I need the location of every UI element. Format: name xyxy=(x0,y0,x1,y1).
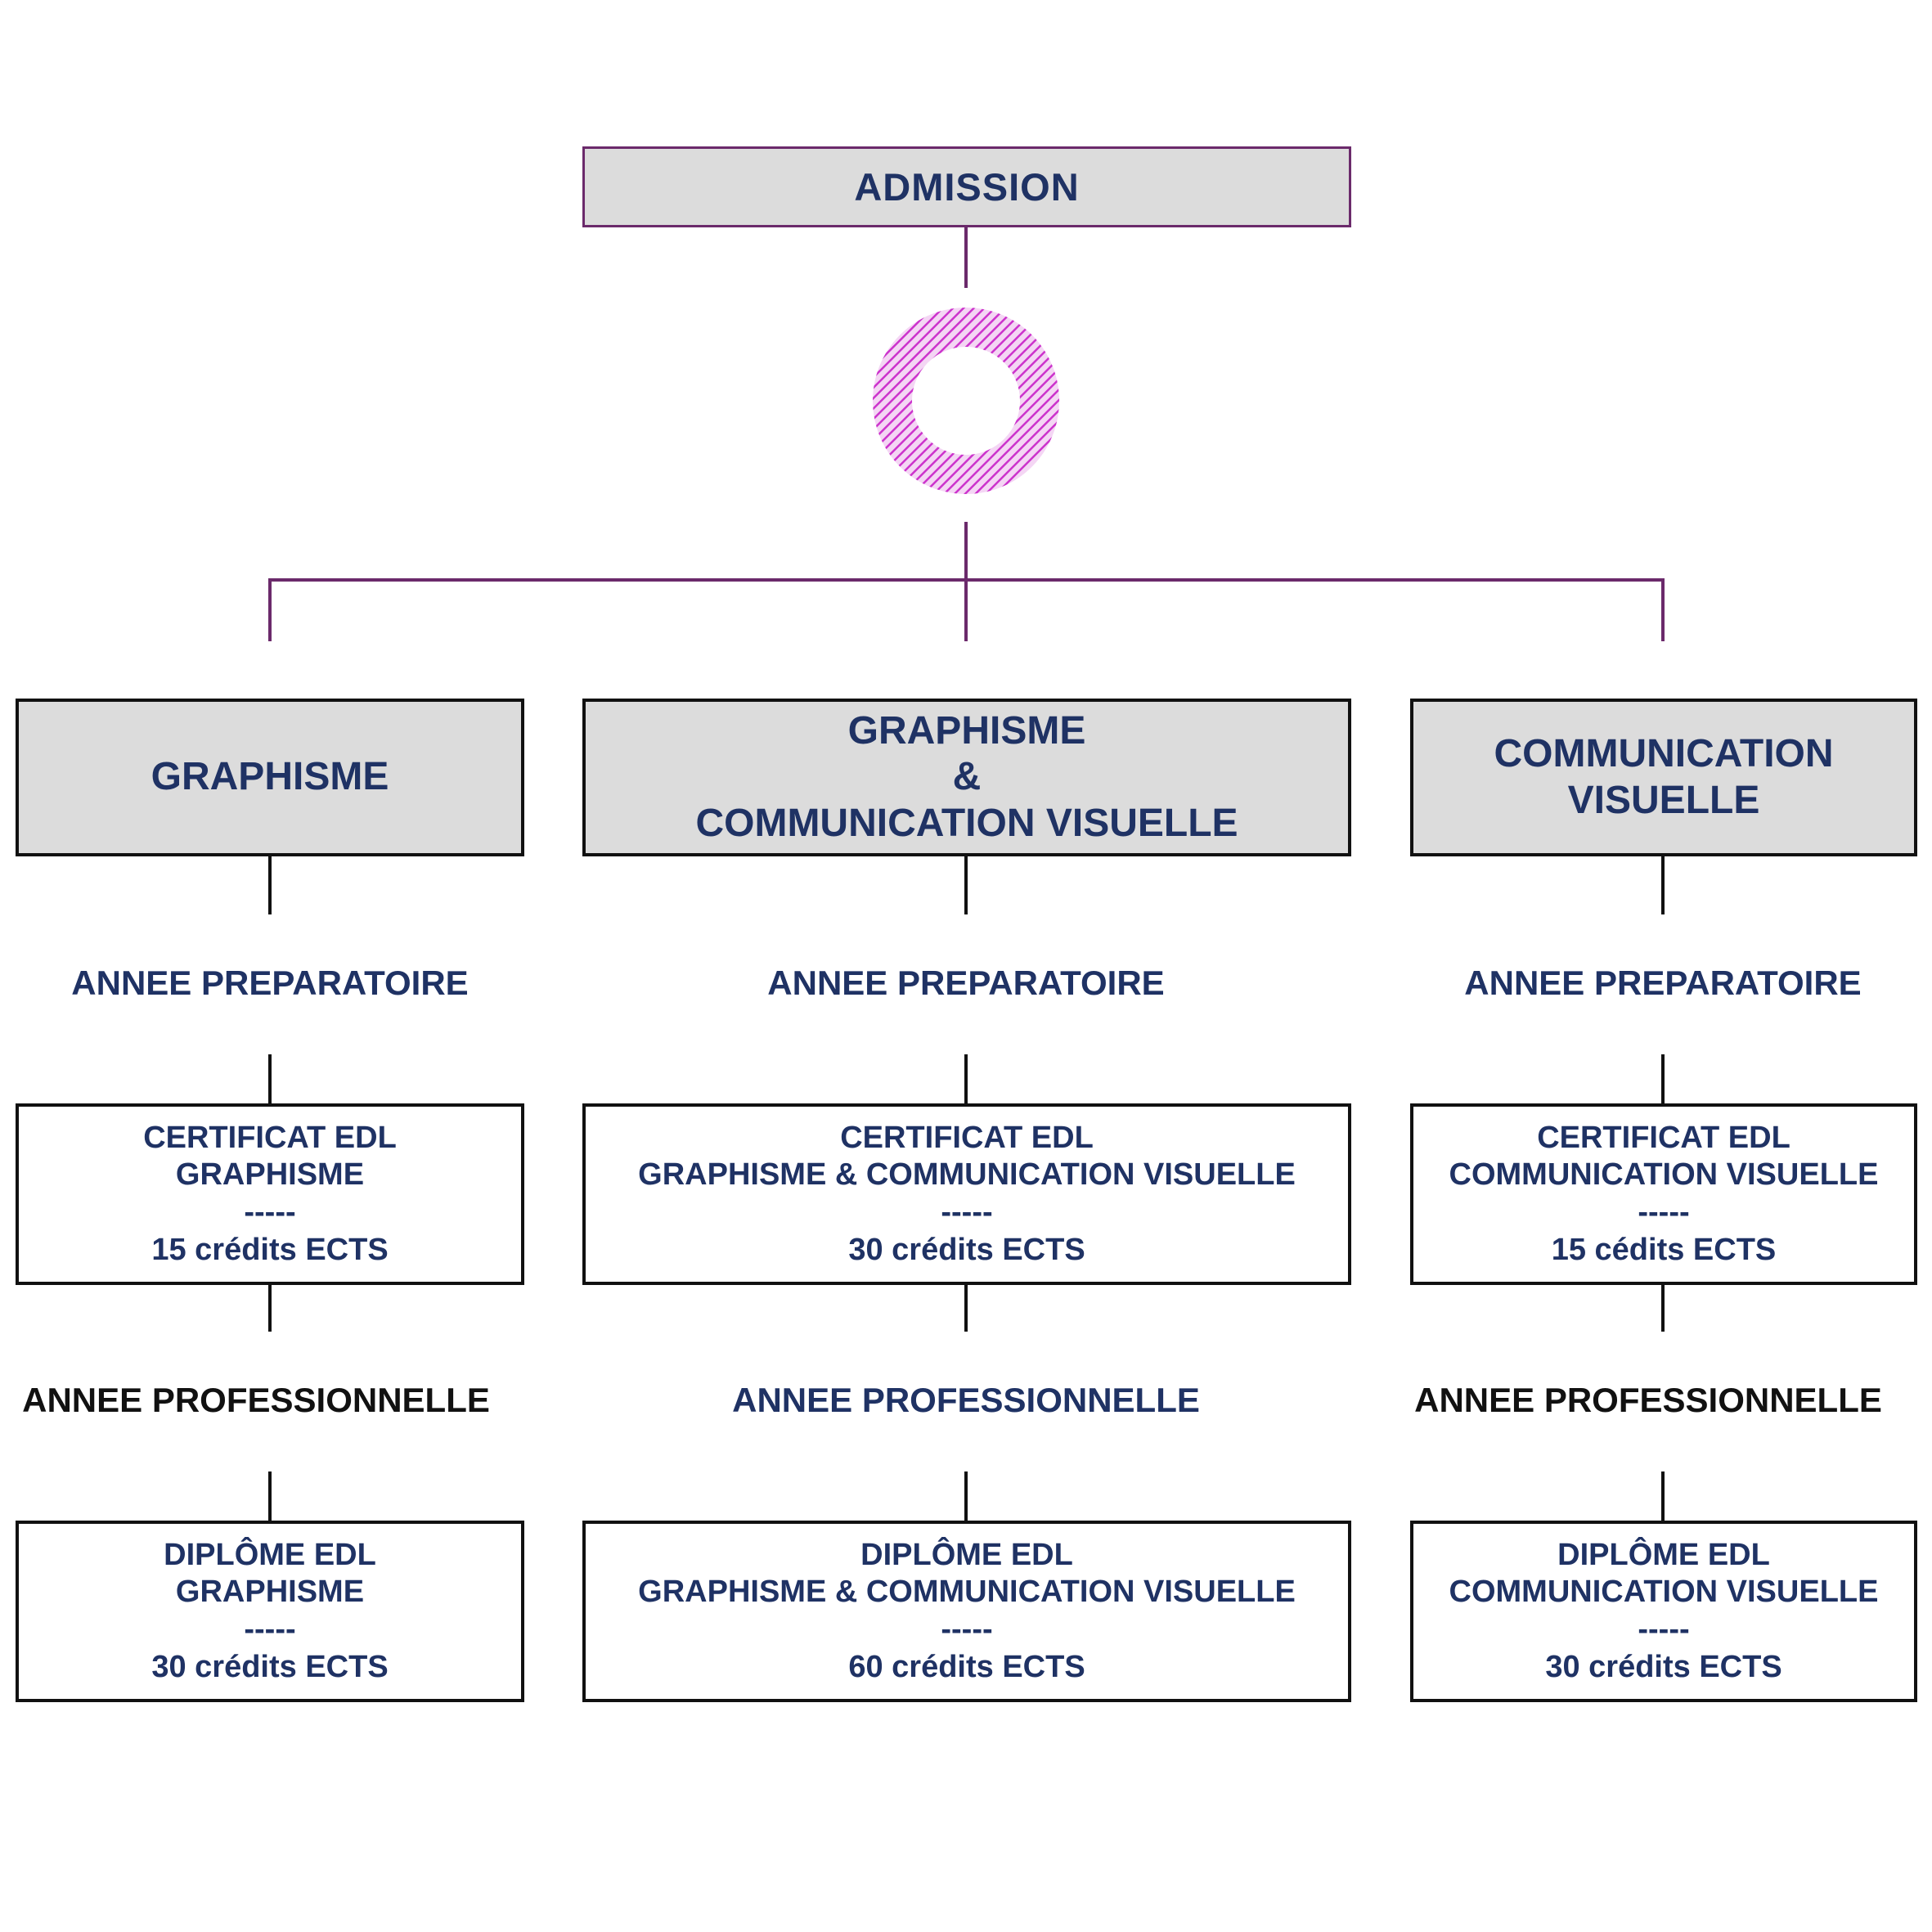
program-header-graphisme-communication: GRAPHISME & COMMUNICATION VISUELLE xyxy=(582,699,1351,856)
admission-label: ADMISSION xyxy=(854,164,1080,209)
separator: ----- xyxy=(941,1195,993,1229)
certificate-title: CERTIFICAT EDL xyxy=(1537,1120,1790,1155)
branch-line xyxy=(268,578,1665,641)
separator: ----- xyxy=(941,1612,993,1647)
separator: ----- xyxy=(1638,1195,1690,1229)
year-label-professionnelle: ANNEE PROFESSIONNELLE xyxy=(22,1381,490,1419)
credits: 30 crédits ECTS xyxy=(848,1232,1085,1267)
certificate-title: CERTIFICAT EDL xyxy=(143,1120,397,1155)
diploma-title: DIPLÔME EDL xyxy=(1557,1537,1770,1572)
diploma-title: DIPLÔME EDL xyxy=(860,1537,1073,1572)
program-title-line: VISUELLE xyxy=(1567,778,1760,822)
separator: ----- xyxy=(1638,1612,1690,1647)
credits: 30 crédits ECTS xyxy=(1545,1649,1782,1684)
program-header-graphisme: GRAPHISME xyxy=(16,699,524,856)
year-label-preparatoire: ANNEE PREPARATOIRE xyxy=(1464,964,1862,1002)
diploma-program: GRAPHISME & COMMUNICATION VISUELLE xyxy=(638,1575,1296,1610)
credits: 15 cédits ECTS xyxy=(1551,1232,1777,1267)
certificate-program: GRAPHISME xyxy=(175,1157,365,1193)
certificate-box: CERTIFICAT EDL COMMUNICATION VISUELLE --… xyxy=(1410,1103,1917,1285)
diploma-program: COMMUNICATION VISUELLE xyxy=(1449,1575,1879,1610)
program-header-communication: COMMUNICATION VISUELLE xyxy=(1410,699,1917,856)
diploma-box: DIPLÔME EDL GRAPHISME & COMMUNICATION VI… xyxy=(582,1521,1351,1702)
program-title-line: & xyxy=(952,755,982,799)
diploma-title: DIPLÔME EDL xyxy=(164,1537,376,1572)
credits: 30 crédits ECTS xyxy=(151,1649,389,1684)
year-label-preparatoire: ANNEE PREPARATOIRE xyxy=(71,964,469,1002)
diploma-program: GRAPHISME xyxy=(175,1575,365,1610)
separator: ----- xyxy=(244,1612,296,1647)
credits: 15 crédits ECTS xyxy=(151,1232,389,1267)
certificate-box: CERTIFICAT EDL GRAPHISME & COMMUNICATION… xyxy=(582,1103,1351,1285)
certificate-program: GRAPHISME & COMMUNICATION VISUELLE xyxy=(638,1157,1296,1193)
certificate-program: COMMUNICATION VISUELLE xyxy=(1449,1157,1879,1193)
admission-box: ADMISSION xyxy=(582,146,1351,227)
column-connectors xyxy=(268,856,1665,1521)
certificate-box: CERTIFICAT EDL GRAPHISME ----- 15 crédit… xyxy=(16,1103,524,1285)
program-title-line: GRAPHISME xyxy=(151,755,389,799)
program-title-line: COMMUNICATION xyxy=(1494,731,1834,775)
program-title-line: COMMUNICATION VISUELLE xyxy=(695,801,1238,845)
year-label-professionnelle: ANNEE PROFESSIONNELLE xyxy=(1414,1381,1882,1419)
diploma-box: DIPLÔME EDL COMMUNICATION VISUELLE -----… xyxy=(1410,1521,1917,1702)
credits: 60 crédits ECTS xyxy=(848,1649,1085,1684)
year-label-professionnelle: ANNEE PROFESSIONNELLE xyxy=(732,1381,1200,1419)
separator: ----- xyxy=(244,1195,296,1229)
diploma-box: DIPLÔME EDL GRAPHISME ----- 30 crédits E… xyxy=(16,1521,524,1702)
year-label-preparatoire: ANNEE PREPARATOIRE xyxy=(767,964,1165,1002)
ring-icon xyxy=(873,308,1059,494)
certificate-title: CERTIFICAT EDL xyxy=(840,1120,1094,1155)
program-title-line: GRAPHISME xyxy=(847,708,1086,753)
